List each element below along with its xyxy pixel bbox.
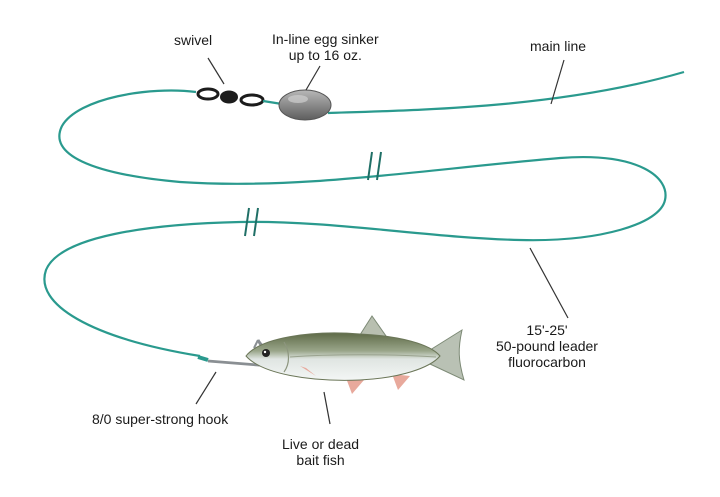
hook-label: 8/0 super-strong hook [92,411,229,427]
upper-loop-line [58,89,667,242]
main-line [327,70,685,115]
leader-label: 15'-25' 50-pound leader fluorocarbon [496,322,598,370]
main-line-pointer [550,59,565,105]
egg-sinker-icon [278,89,332,121]
pointer-lines [195,57,569,425]
sinker-label: In-line egg sinker up to 16 oz. [272,31,379,63]
lower-break-marks [244,207,259,237]
bait-fish-label: Live or dead bait fish [282,436,360,468]
swivel-label: swivel [174,32,213,48]
main-line-label: main line [530,38,587,54]
bait-fish-icon [245,315,465,394]
lower-loop-line [43,220,241,358]
leader-pointer [529,247,569,319]
hook-pointer [195,371,217,405]
swivel-pointer [207,57,225,85]
upper-break-marks [367,151,382,181]
bait-pointer [323,391,331,425]
sinker-pointer [305,65,321,91]
swivel-icon [196,87,283,107]
